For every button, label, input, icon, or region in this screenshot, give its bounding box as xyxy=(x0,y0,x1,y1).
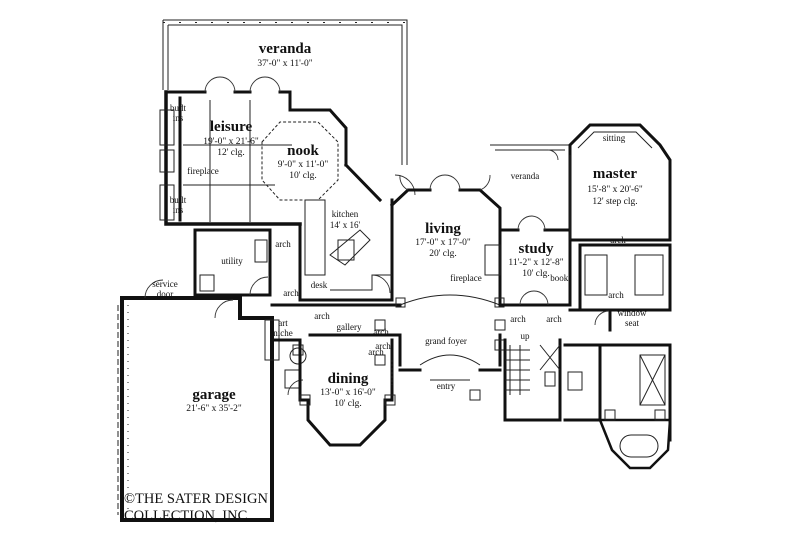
art-niche-label-2: niche xyxy=(273,328,293,338)
study-name: study xyxy=(518,241,554,257)
dining-size: 13'-0" x 16'-0" xyxy=(320,388,376,398)
nook-name: nook xyxy=(287,143,319,159)
arch-desk-label: arch xyxy=(283,288,299,298)
arch-hall-label: arch xyxy=(546,314,562,324)
master-ceiling: 12' step clg. xyxy=(592,197,637,207)
arch-foyer-left-label: arch xyxy=(375,341,391,351)
study-ceiling: 10' clg. xyxy=(522,269,550,279)
budt-ins-label-1: budt xyxy=(170,103,187,113)
sitting-label: sitting xyxy=(603,133,626,143)
dining-name: dining xyxy=(328,371,369,387)
master-name: master xyxy=(593,166,637,182)
living-fireplace-label: fireplace xyxy=(450,273,481,283)
arch-gallery-right-label: arch xyxy=(373,327,389,337)
study-size: 11'-2" x 12'-8" xyxy=(508,258,563,268)
veranda-name: veranda xyxy=(259,41,312,57)
veranda-outline xyxy=(162,19,408,165)
grand-foyer-label: grand foyer xyxy=(425,336,467,346)
service-door-label-1: service xyxy=(152,279,177,289)
living-walls xyxy=(389,174,505,308)
nook-walls xyxy=(261,108,416,203)
leisure-walls xyxy=(159,76,302,226)
service-door-label-2: door xyxy=(157,289,174,299)
stair-walls xyxy=(503,338,562,422)
copyright-line-2: COLLECTION, INC. xyxy=(124,508,251,524)
master-size: 15'-8" x 20'-6" xyxy=(587,185,643,195)
arch-foyer-right-label: arch xyxy=(510,314,526,324)
arch-dining-label: arch xyxy=(368,347,384,357)
arch-kitchen-label: arch xyxy=(275,239,291,249)
dining-walls xyxy=(298,338,396,447)
books-label: books xyxy=(550,273,572,283)
kitchen-name: kitchen xyxy=(332,209,359,219)
master-walls xyxy=(568,123,672,242)
stair-up-label: up xyxy=(521,331,531,341)
copyright-line-1: ©THE SATER DESIGN xyxy=(124,491,268,507)
garage-name: garage xyxy=(192,387,236,403)
gallery-label: gallery xyxy=(337,322,362,332)
veranda-size: 37'-0" x 11'-0" xyxy=(257,59,312,69)
living-size: 17'-0" x 17'-0" xyxy=(415,238,471,248)
built-ins-label-1: built xyxy=(170,195,187,205)
window-seat-label-1: window xyxy=(618,308,648,318)
kitchen-walls xyxy=(298,198,394,302)
window-seat-label-2: seat xyxy=(625,318,639,328)
dining-ceiling: 10' clg. xyxy=(334,399,362,409)
master-hall-walls xyxy=(568,243,672,332)
leisure-size: 19'-0" x 21'-6" xyxy=(203,137,259,147)
utility-label: utility xyxy=(221,256,243,266)
arch-gallery-left-label: arch xyxy=(314,311,330,321)
nook-size: 9'-0" x 11'-0" xyxy=(278,160,329,170)
art-niche-label-1: art xyxy=(278,318,288,328)
leisure-fireplace-label: fireplace xyxy=(187,166,218,176)
arch-master-2-label: arch xyxy=(608,290,624,300)
budt-ins-label-2: ins xyxy=(173,113,184,123)
utility-walls xyxy=(193,228,272,297)
leisure-name: leisure xyxy=(210,119,253,135)
living-name: living xyxy=(425,221,461,237)
built-ins-label-2: ins xyxy=(173,205,184,215)
small-veranda-label: veranda xyxy=(511,171,539,181)
nook-ceiling: 10' clg. xyxy=(289,171,317,181)
foyer-walls xyxy=(374,319,506,401)
small-veranda-outline xyxy=(490,144,571,228)
bath-walls xyxy=(544,343,672,470)
living-ceiling: 20' clg. xyxy=(429,249,457,259)
leisure-ceiling: 12' clg. xyxy=(217,148,245,158)
garage-size: 21'-6" x 35'-2" xyxy=(186,404,242,414)
study-walls xyxy=(498,215,572,307)
gallery-walls xyxy=(270,303,402,396)
desk-label: desk xyxy=(311,280,328,290)
arch-master-1-label: arch xyxy=(610,235,626,245)
kitchen-size: 14' x 16' xyxy=(330,220,361,230)
entry-label: entry xyxy=(437,381,456,391)
